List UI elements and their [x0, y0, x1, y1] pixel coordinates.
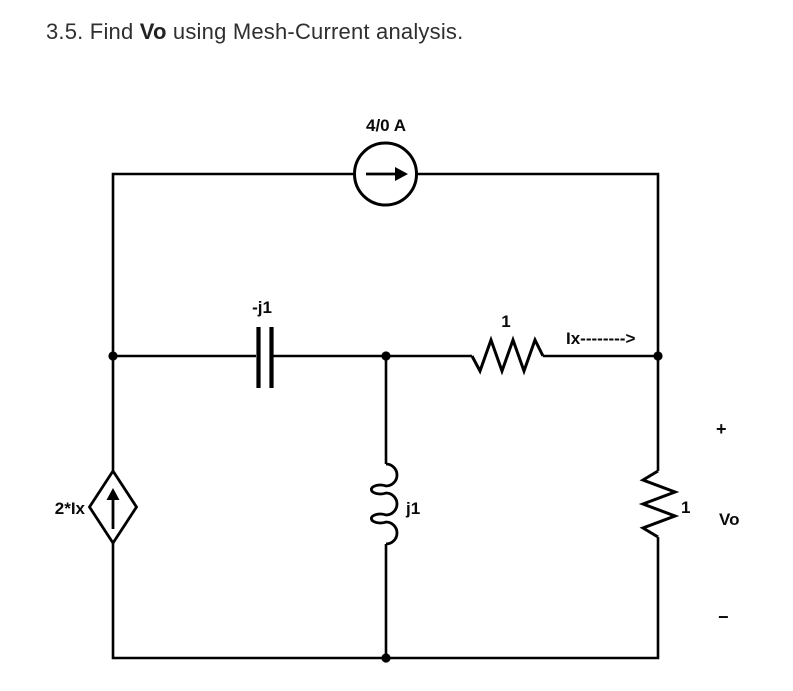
- capacitor: [256, 327, 274, 388]
- vo-minus-sign: −: [718, 607, 729, 627]
- problem-title: 3.5. Find Vo using Mesh-Current analysis…: [46, 19, 463, 45]
- inductor: [370, 462, 399, 546]
- title-suffix: using Mesh-Current analysis.: [166, 19, 464, 44]
- top-source-label: 4/0 A: [365, 116, 406, 135]
- top-resistor: [470, 335, 545, 376]
- junction-dot-right: [653, 351, 663, 361]
- dependent-current-source: [87, 468, 139, 546]
- inductor-label: j1: [406, 499, 421, 518]
- right-resistor: [638, 469, 680, 539]
- ix-current-arrow-label: Ix-------->: [566, 329, 636, 348]
- junction-dots: [108, 351, 663, 663]
- title-vo-term: Vo: [139, 19, 167, 44]
- title-prefix: 3.5. Find: [46, 19, 140, 44]
- up-arrow-icon: [106, 488, 120, 500]
- top-resistor-label: 1: [501, 312, 511, 331]
- vo-label: Vo: [719, 510, 740, 529]
- dependent-source-label: 2*Ix: [54, 499, 85, 518]
- capacitor-label: -j1: [252, 298, 272, 317]
- right-upper-and-top-right-wire: [417, 172, 660, 471]
- vo-plus-sign: +: [716, 419, 727, 439]
- right-arrow-icon: [395, 167, 408, 181]
- right-resistor-label: 1: [681, 498, 691, 517]
- junction-dot-middle: [381, 351, 391, 361]
- top-current-source: [353, 141, 418, 207]
- junction-dot-left: [108, 351, 118, 361]
- junction-dot-bottom: [381, 653, 391, 663]
- top-left-and-left-upper-wire: [111, 172, 354, 471]
